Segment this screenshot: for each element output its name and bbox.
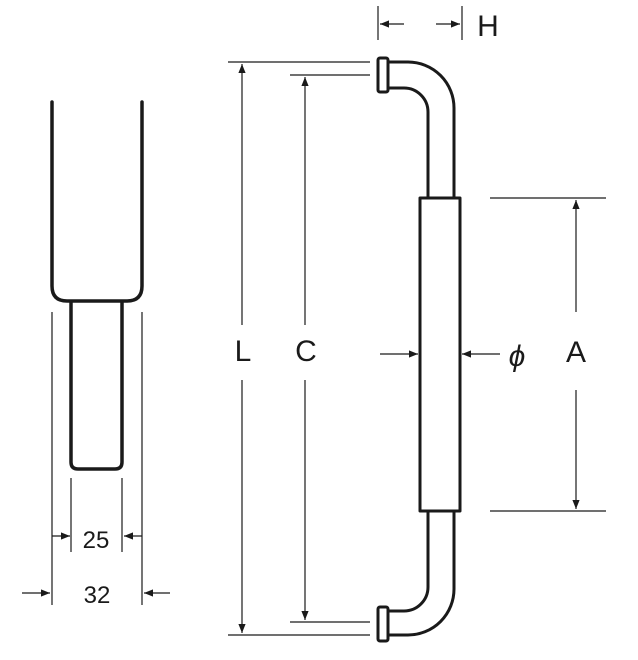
bottom-flange <box>376 605 390 643</box>
front-view-extension-lines <box>228 6 606 636</box>
handle-front-view <box>388 60 462 637</box>
upper-bend-outer <box>388 60 456 198</box>
bar-inner-profile <box>69 300 124 471</box>
diameter-label: ϕ <box>509 340 526 373</box>
inner-width-label: 25 <box>83 527 110 554</box>
height-label: H <box>477 10 499 43</box>
lower-bend-outer <box>388 511 456 637</box>
grip-sleeve <box>418 196 462 513</box>
upper-bend-inner <box>388 86 430 198</box>
grip-length-label: A <box>566 336 586 369</box>
top-flange <box>376 56 390 94</box>
side-view-extension-lines <box>51 312 143 605</box>
overall-length-label: L <box>235 335 252 368</box>
side-view <box>50 100 144 471</box>
lower-bend-inner <box>388 511 430 613</box>
outer-width-label: 32 <box>84 582 111 609</box>
grip-outer-profile <box>50 100 144 303</box>
mounting-flanges <box>376 56 390 643</box>
center-distance-label: C <box>295 335 317 368</box>
